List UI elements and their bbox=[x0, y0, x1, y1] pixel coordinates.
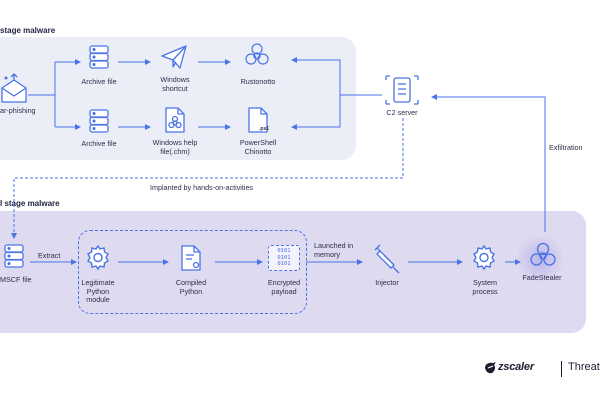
chinotto-label: PowerShell Chinotto bbox=[239, 138, 277, 156]
arrow-phish-split bbox=[28, 61, 78, 128]
database-icon bbox=[89, 109, 109, 133]
brand-divider bbox=[561, 361, 562, 377]
chm-file-label: Windows help file(.chm) bbox=[152, 138, 198, 156]
archive-file-label-top: Archive file bbox=[81, 77, 117, 86]
biohazard-icon bbox=[530, 242, 556, 266]
second-stage-panel bbox=[0, 211, 586, 333]
paper-plane-icon bbox=[161, 45, 187, 69]
rustonotto-label: Rustonotto bbox=[240, 77, 276, 86]
arrow-c2-chinotto bbox=[291, 95, 341, 130]
injector-label: Injector bbox=[375, 278, 399, 287]
file-script-icon bbox=[248, 107, 268, 133]
binary-row: 0101 bbox=[277, 248, 291, 254]
syringe-icon bbox=[374, 244, 400, 274]
implanted-label: Implanted by hands-on-activities bbox=[150, 183, 254, 192]
compiled-python-label: Compiled Python bbox=[175, 278, 207, 296]
envelope-icon bbox=[1, 73, 27, 103]
ps1-tag: .ps1 bbox=[259, 126, 270, 132]
biohazard-icon bbox=[245, 43, 269, 65]
file-binary-icon: 0101 0101 0101 bbox=[268, 245, 300, 271]
zscaler-logo-icon bbox=[485, 362, 496, 374]
server-icon bbox=[385, 75, 419, 105]
database-icon bbox=[89, 45, 109, 69]
database-icon bbox=[4, 244, 24, 268]
binary-row: 0101 bbox=[277, 261, 291, 267]
archive-file-label-bottom: Archive file bbox=[81, 139, 117, 148]
fadestealer-label: FadeStealer bbox=[522, 273, 562, 282]
gear-icon bbox=[87, 244, 109, 271]
encrypted-payload-label: Encrypted payload bbox=[267, 278, 301, 296]
gear-icon bbox=[473, 244, 495, 271]
c2-server-label: C2 server bbox=[386, 108, 418, 117]
brand-name: zscaler bbox=[498, 361, 534, 373]
system-process-label: System process bbox=[472, 278, 498, 296]
python-loader-group bbox=[78, 230, 307, 314]
file-biohazard-icon bbox=[165, 107, 185, 133]
brand-suffix: Threat bbox=[568, 361, 600, 373]
file-biohazard-icon bbox=[181, 245, 201, 271]
binary-row: 0101 bbox=[277, 254, 291, 261]
launched-label: Launched in memory bbox=[314, 241, 354, 259]
exfiltration-label: Exfiltration bbox=[549, 143, 583, 152]
first-stage-title: stage malware bbox=[0, 26, 56, 35]
legit-module-label: Legitimate Python module bbox=[81, 278, 115, 305]
windows-shortcut-label: Windows shortcut bbox=[160, 75, 190, 93]
arrow-implanted bbox=[11, 118, 404, 239]
second-stage-title: l stage malware bbox=[0, 199, 60, 208]
entry-label: ar-phishing bbox=[0, 106, 36, 115]
arrow-exfiltration bbox=[431, 94, 546, 232]
mscf-file-label: MSCF file bbox=[0, 275, 32, 284]
arrow-c2-rustonotto bbox=[291, 57, 341, 95]
extract-label: Extract bbox=[38, 251, 61, 260]
